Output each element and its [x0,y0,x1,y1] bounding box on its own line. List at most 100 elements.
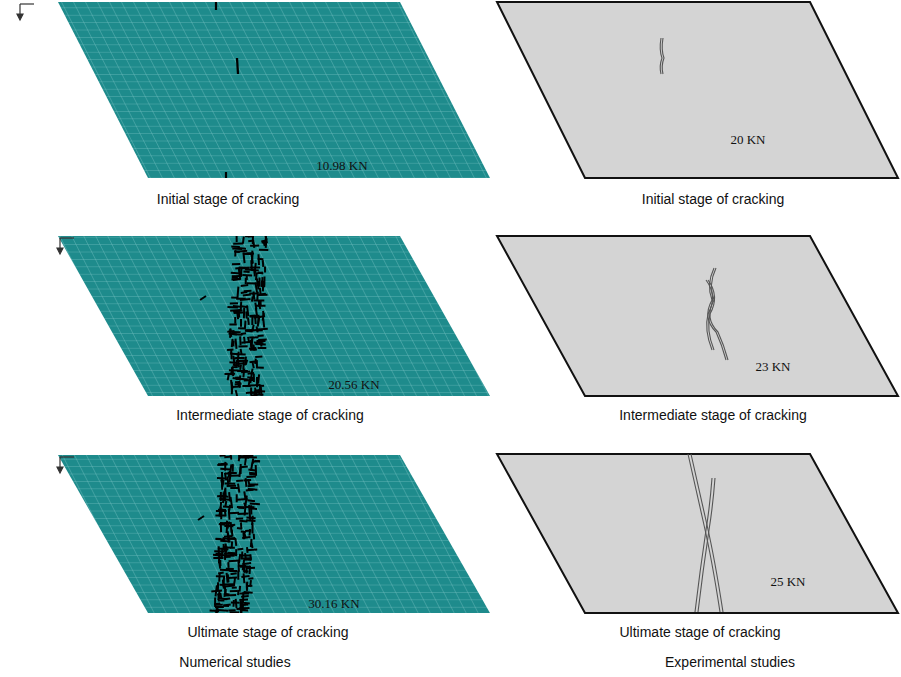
crack-mark [238,327,246,329]
crack-mark [249,515,252,521]
stage-caption: Initial stage of cracking [642,191,784,207]
crack-mark [262,260,265,267]
crack-mark [253,269,256,277]
crack-mark [236,479,243,482]
crack-mark [258,347,267,349]
specimen-panel [497,2,898,178]
crack-mark [256,367,264,369]
crack-mark [244,253,253,255]
crack-mark [213,557,223,559]
crack-mark [227,349,233,352]
crack-mark [258,254,261,265]
crack-mark [236,231,238,242]
crack-mark [258,294,266,295]
crack-mark [250,503,260,506]
crack-mark [254,316,261,319]
crack-mark [230,487,238,489]
crack-mark [244,491,245,499]
crack-mark [218,609,228,612]
crack-mark [240,267,250,270]
crack-mark [239,345,248,347]
crack-mark [253,534,255,540]
crack-mark [239,336,242,345]
crack-mark [247,585,252,587]
crack-mark [231,380,232,388]
crack-mark [214,597,216,607]
crack-mark [243,560,244,571]
crack-mark [240,602,243,609]
crack-mark [224,583,234,585]
crack-mark [231,339,234,347]
crack-mark [233,278,241,281]
crack-mark [250,361,256,364]
crack-lines [660,38,728,612]
crack-mark [216,607,219,612]
crack-mark [237,250,248,253]
crack-mark [239,365,242,370]
crack-mark [225,373,236,375]
crack-mark [232,331,241,333]
crack-mark [242,369,245,378]
crack-mark [252,460,260,463]
crack-mark [232,586,237,588]
crack-mark [245,478,248,487]
crack-mark [236,390,238,397]
crack-mark [240,566,250,568]
crack-mark [239,592,249,594]
load-value: 10.98 KN [316,158,367,174]
mesh-panel [58,236,490,396]
crack-mark [237,506,245,508]
crack-mark [227,573,228,583]
crack-mark [261,240,266,243]
crack-mark [236,378,244,380]
crack-mark [229,570,237,572]
crack-mark [239,520,247,523]
crack-mark [229,333,237,336]
crack-mark [231,367,234,376]
crack-mark [260,300,262,306]
crack-mark [225,586,235,587]
crack-mark [258,339,267,341]
stage-caption: Experimental studies [665,654,795,670]
crack-mark [225,172,227,178]
crack-mark [244,479,252,481]
crack-mark [243,308,245,319]
crack-mark [230,611,240,613]
crack-mark [259,385,260,395]
crack-mark [236,494,238,502]
crack-mark [251,462,252,471]
crack-mark [250,505,252,514]
crack-mark [227,485,236,487]
crack-mark [224,501,227,507]
stage-caption: Initial stage of cracking [157,191,299,207]
crack-mark [241,284,249,287]
crack-mark [250,374,252,384]
crack-mark [220,508,222,519]
load-value: 20.56 KN [328,377,379,393]
crack-mark [238,512,249,515]
mesh-panel [58,455,490,613]
crack-mark [238,507,244,509]
crack-mark [247,318,250,325]
crack-mark [259,288,262,294]
load-value: 25 KN [770,574,805,590]
crack-mark [259,249,269,251]
crack-mark [245,496,246,507]
crack-mark [225,522,231,525]
crack-mark [234,250,236,256]
crack-mark [246,476,256,478]
crack-mark [259,301,260,309]
crack-mark [257,294,267,296]
crack-mark [257,315,259,324]
crack-mark [245,330,253,333]
crack-mark [234,317,236,324]
crack-mark [217,464,226,467]
crack-mark [245,235,253,237]
specimen-panel [497,454,898,613]
crack-mark [225,473,226,481]
crack-mark [230,590,238,592]
crack-mark [238,561,240,571]
crack-mark [263,318,264,327]
load-value: 23 KN [755,359,790,375]
crack-mark [246,275,248,280]
